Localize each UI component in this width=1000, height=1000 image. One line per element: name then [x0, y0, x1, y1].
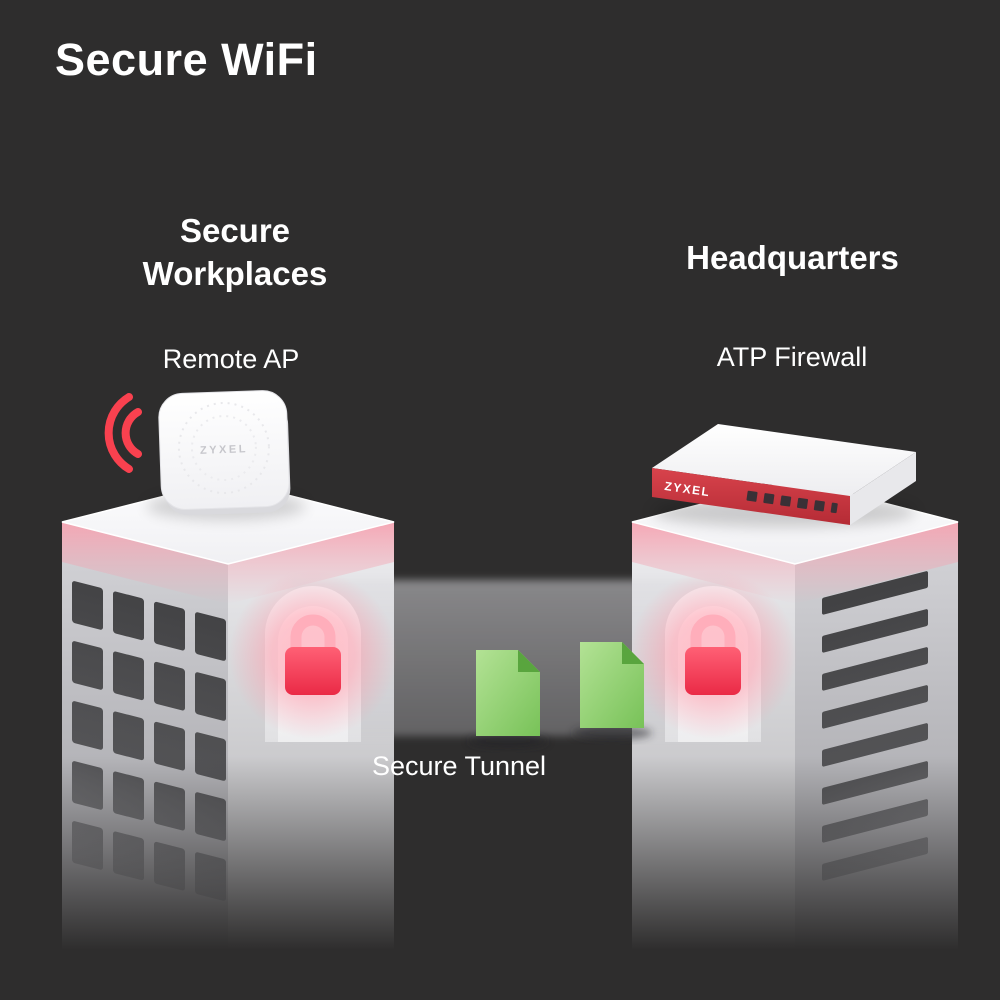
- firewall-end-face: [850, 452, 916, 525]
- left-padlock-icon: [285, 614, 341, 695]
- right-building-windows: [822, 571, 928, 881]
- tunnel-documents: [468, 642, 652, 748]
- document-icon: [580, 642, 644, 728]
- secure-tunnel-label: Secure Tunnel: [371, 751, 547, 781]
- remote-ap-label: Remote AP: [162, 344, 300, 374]
- page-title: Secure WiFi: [55, 34, 318, 85]
- remote-ap-device: ZYXEL: [158, 390, 291, 516]
- ap-brand-label: ZYXEL: [200, 443, 248, 457]
- right-heading: Headquarters: [686, 239, 899, 276]
- right-padlock-icon: [685, 614, 741, 695]
- wifi-signal-icon: [104, 393, 142, 473]
- document-shadow: [572, 726, 652, 740]
- firewall-top-face: [652, 424, 916, 496]
- left-building-pink-stripe: [62, 522, 228, 604]
- firewall-brand-label: ZYXEL: [664, 479, 712, 499]
- document-shadow: [468, 734, 548, 748]
- firewall-ports: [746, 490, 838, 514]
- document-icon: [476, 650, 540, 736]
- left-heading: Secure Workplaces: [142, 212, 328, 292]
- left-building-windows: [72, 581, 226, 901]
- atp-firewall-label: ATP Firewall: [716, 342, 868, 372]
- atp-firewall-device: ZYXEL: [652, 424, 916, 525]
- left-building-front-face: [62, 522, 228, 1000]
- right-building-pink-stripe: [795, 522, 958, 604]
